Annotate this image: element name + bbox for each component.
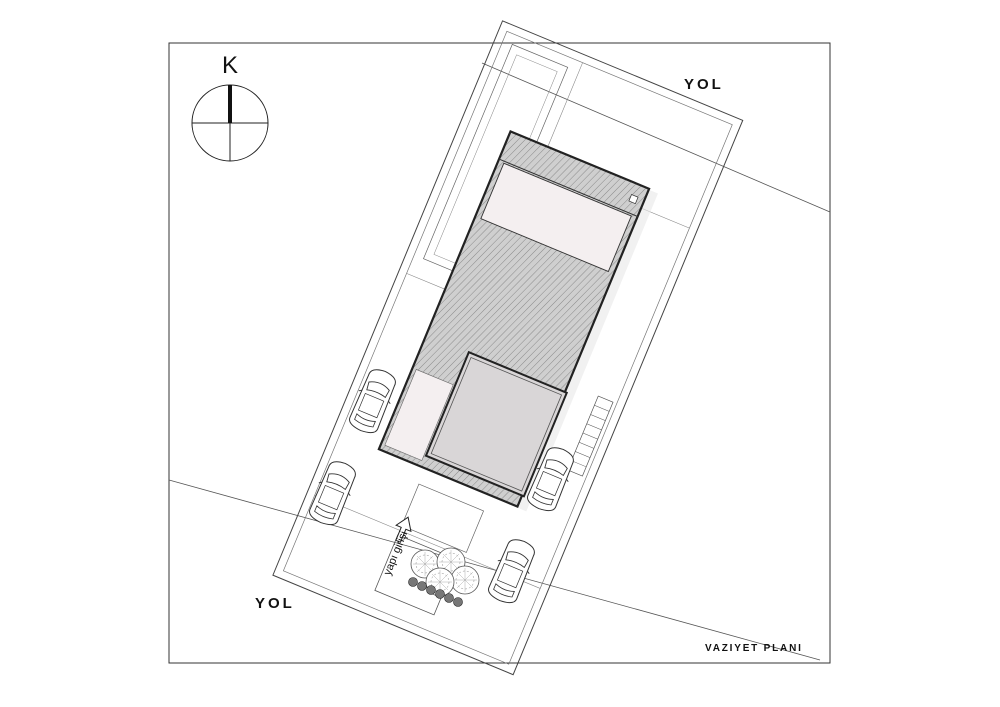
road-edge-south	[168, 479, 821, 661]
road-edge-north	[481, 62, 831, 213]
walkway	[401, 483, 485, 553]
entry-arrow-icon	[395, 516, 412, 543]
plan-title: VAZIYET PLANI	[705, 643, 803, 654]
building-roof	[377, 129, 658, 512]
road-south-label: YOL	[255, 595, 295, 612]
roof-light-panel	[384, 369, 454, 461]
drawing-frame	[168, 42, 831, 664]
road-north-label: YOL	[684, 76, 724, 93]
shrub-row	[408, 577, 463, 607]
north-label: K	[222, 52, 238, 79]
tree-icon	[450, 565, 480, 595]
car-icon	[304, 456, 362, 530]
north-arrow-icon	[191, 84, 269, 162]
stairs-icon	[567, 395, 614, 477]
projecting-mass	[424, 350, 569, 498]
entrance-label: yapı girişi	[382, 530, 411, 578]
flat-roof-terrace	[480, 162, 632, 273]
car-icon	[483, 534, 541, 608]
